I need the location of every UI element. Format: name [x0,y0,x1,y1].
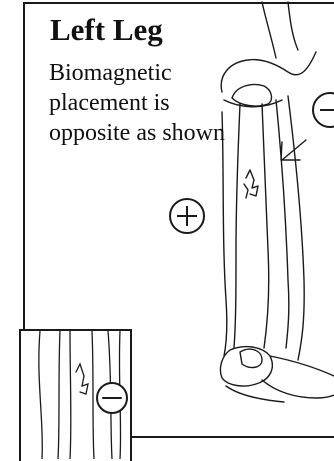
inset-line-1 [39,331,42,459]
inset-line-2 [58,331,60,459]
inset-line-4 [92,331,94,459]
inset-line-3 [70,331,71,459]
inset-fracture [76,364,88,394]
